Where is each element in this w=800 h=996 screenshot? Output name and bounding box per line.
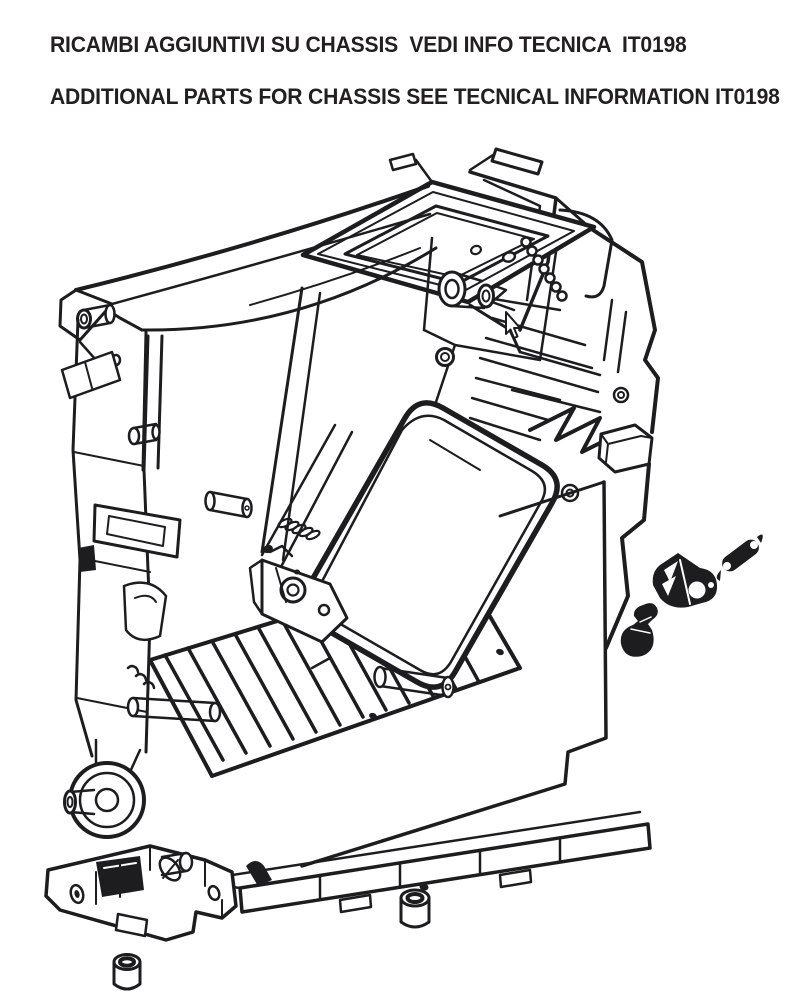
bushing-right	[399, 888, 431, 929]
shoulder-screw-part	[620, 603, 658, 657]
loose-parts	[620, 534, 763, 657]
lower-pins	[126, 665, 455, 723]
drum-pulley	[63, 738, 146, 839]
coil-chain	[520, 236, 568, 302]
caption-english: ADDITIONAL PARTS FOR CHASSIS SEE TECNICA…	[50, 84, 780, 109]
cursor-pointer-icon	[505, 311, 521, 339]
caption-italian: RICAMBI AGGIUNTIVI SU CHASSIS VEDI INFO …	[50, 32, 687, 57]
chassis-base-rail	[116, 810, 652, 914]
foot-bracket	[44, 844, 238, 942]
bushing-left	[112, 953, 142, 991]
chassis-center-block	[260, 236, 568, 567]
support-bracket-part	[652, 553, 718, 608]
tension-spring-part	[716, 534, 763, 581]
latch-mechanism	[204, 490, 349, 670]
chassis-left-post	[60, 318, 182, 758]
chassis-side-panel	[300, 480, 608, 891]
chassis-top-beam	[58, 184, 438, 472]
chassis-top-frame	[300, 147, 614, 332]
chassis-center-cavity	[300, 400, 560, 690]
latch-spring	[277, 517, 321, 541]
